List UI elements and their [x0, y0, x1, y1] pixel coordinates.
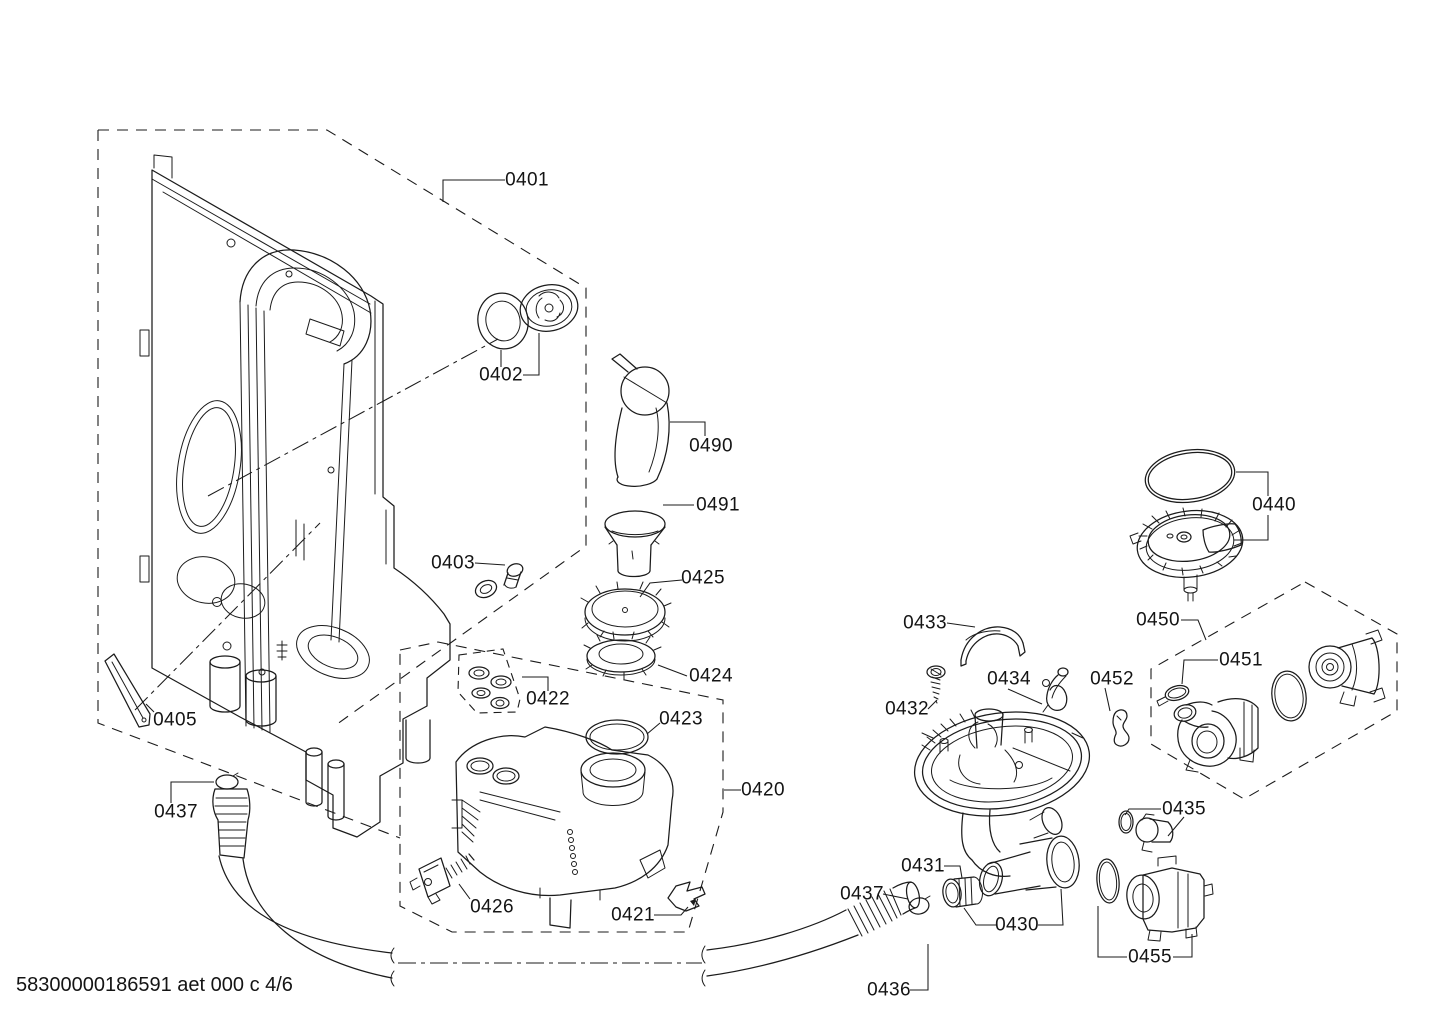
part-0451-clamp-drawing: [1156, 684, 1190, 707]
part-0422-seal-kit-drawing: [468, 666, 512, 710]
part-0430-sump-drawing: [913, 708, 1091, 897]
part-0425-cap-drawing: [580, 581, 672, 642]
part-label-0403: 0403: [431, 553, 475, 574]
part-label-0426: 0426: [470, 897, 514, 918]
part-label-0491: 0491: [696, 495, 740, 516]
part-0423-o-ring-drawing: [585, 719, 649, 755]
part-label-0450: 0450: [1136, 610, 1180, 631]
part-0437-hose-clip-left-drawing: [212, 772, 395, 987]
part-label-0430: 0430: [995, 915, 1039, 936]
part-0434-cam-drawing: [1042, 667, 1069, 713]
part-label-0421: 0421: [611, 905, 655, 926]
document-code: 58300000186591 aet 000 c 4/6: [16, 974, 293, 996]
part-number-labels: 0401 0402 0403 0405 0437 0490 0491 0425 0424 0422…: [153, 170, 1296, 1001]
part-label-0436: 0436: [867, 980, 911, 1001]
part-label-0424: 0424: [689, 666, 733, 687]
part-0437-hose-clip-right-drawing: [908, 895, 931, 915]
part-0491-funnel-drawing: [604, 510, 666, 578]
group-box-0420: [399, 641, 724, 933]
part-0401-side-panel-drawing: [139, 154, 451, 838]
part-0435-outlet-drawing: [1118, 810, 1174, 853]
part-label-0431: 0431: [901, 856, 945, 877]
part-0402-seal-set-drawing: [477, 284, 579, 350]
part-0490-funnel-jug-drawing: [611, 353, 670, 487]
part-label-0455: 0455: [1128, 947, 1172, 968]
part-label-0425: 0425: [681, 568, 725, 589]
part-0432-screw-drawing: [926, 665, 946, 704]
part-label-0440: 0440: [1252, 495, 1296, 516]
part-label-0435: 0435: [1162, 799, 1206, 820]
part-label-0422: 0422: [526, 689, 570, 710]
part-label-0434: 0434: [987, 669, 1031, 690]
part-0452-bracket-drawing: [1112, 709, 1130, 747]
part-label-0452: 0452: [1090, 669, 1134, 690]
leader-lines: [145, 179, 1269, 991]
part-0420-water-softener-drawing: [451, 726, 674, 929]
group-box-0450: [1150, 581, 1398, 800]
part-0440-impeller-set-drawing: [1129, 448, 1244, 602]
part-label-0420: 0420: [741, 780, 785, 801]
part-0431-bush-drawing: [942, 876, 983, 908]
part-label-0437: 0437: [154, 802, 198, 823]
part-label-0402: 0402: [479, 365, 523, 386]
part-label-0432: 0432: [885, 699, 929, 720]
part-0450-circulation-pump-drawing: [1156, 629, 1386, 773]
part-label-0451: 0451: [1219, 650, 1263, 671]
part-0403-fitting-drawing: [474, 563, 524, 599]
part-0405-bracket-drawing: [104, 653, 151, 728]
part-label-0401: 0401: [505, 170, 549, 191]
part-label-0405: 0405: [153, 710, 197, 731]
part-0455-drain-pump-drawing: [1096, 855, 1214, 942]
part-0421-clip-drawing: [667, 881, 706, 912]
part-label-0423: 0423: [659, 709, 703, 730]
part-0426-valve-drawing: [409, 853, 475, 905]
part-0436-drain-hose-drawing: [701, 881, 921, 987]
part-label-0433: 0433: [903, 613, 947, 634]
part-label-0437: 0437: [840, 884, 884, 905]
part-label-0490: 0490: [689, 436, 733, 457]
group-box-0422: [457, 648, 521, 714]
part-0424-ring-nut-drawing: [583, 631, 662, 680]
group-box-0401: [97, 129, 587, 839]
assembly-axis-lines: [134, 338, 702, 964]
part-0433-arc-strip-drawing: [960, 626, 1026, 667]
